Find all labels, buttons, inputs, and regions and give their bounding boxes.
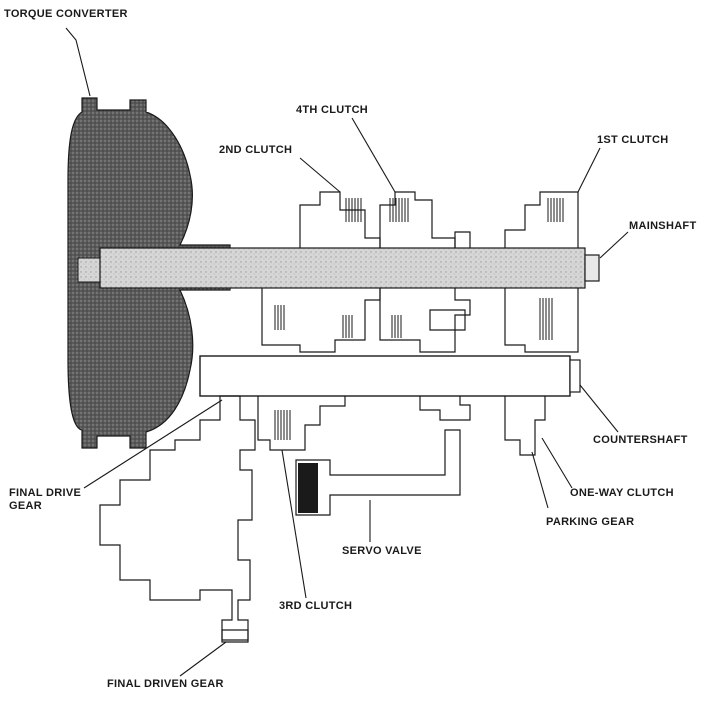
countershaft-clutches	[257, 396, 546, 456]
countershaft-group	[199, 355, 581, 397]
label-countershaft: COUNTERSHAFT	[593, 434, 688, 446]
label-parking-gear: PARKING GEAR	[546, 516, 635, 528]
first-clutch-drum	[504, 191, 579, 248]
label-torque-converter: TORQUE CONVERTER	[4, 8, 128, 20]
upper-clutch-packs	[299, 191, 579, 248]
label-one-way-clutch: ONE-WAY CLUTCH	[570, 487, 674, 499]
label-final-drive-gear-line1: FINAL DRIVE	[9, 487, 82, 499]
first-clutch-plates	[547, 198, 564, 222]
label-second-clutch: 2ND CLUTCH	[219, 144, 293, 156]
fourth-clutch-plates	[389, 198, 409, 222]
label-servo-valve: SERVO VALVE	[342, 545, 422, 557]
leader-one-way-clutch	[541, 437, 573, 489]
third-clutch-plates	[274, 410, 291, 440]
countershaft-gear-mid	[419, 396, 471, 421]
leader-parking-gear	[531, 451, 549, 509]
lower-mainshaft-clutches	[261, 288, 579, 353]
leader-countershaft	[579, 384, 619, 433]
label-first-clutch: 1ST CLUTCH	[597, 134, 669, 146]
label-final-drive-gear-line2: GEAR	[9, 500, 42, 512]
leader-second-clutch	[299, 157, 341, 193]
servo-valve-body	[295, 429, 461, 516]
leader-third-clutch	[281, 449, 307, 599]
torque-converter-hub	[77, 257, 101, 283]
mainshaft-bar	[99, 247, 586, 289]
leader-first-clutch	[577, 147, 601, 193]
second-clutch-drum	[299, 191, 381, 248]
final-driven-gear-body	[221, 629, 249, 643]
mainshaft-group	[99, 247, 600, 289]
third-clutch-drum	[257, 396, 346, 451]
mid-separator-upper	[454, 231, 471, 248]
leader-fourth-clutch	[351, 117, 396, 193]
leader-final-drive-gear	[83, 399, 223, 489]
label-fourth-clutch: 4TH CLUTCH	[296, 104, 369, 116]
leader-final-driven-gear	[179, 641, 227, 677]
upper-clutch-plates	[345, 198, 564, 222]
mainshaft-end	[584, 254, 600, 282]
label-final-driven-gear: FINAL DRIVEN GEAR	[107, 678, 224, 690]
label-final-drive-gear: FINAL DRIVE GEAR	[9, 487, 99, 513]
countershaft-bar	[199, 355, 571, 397]
one-way-clutch-body	[504, 396, 546, 456]
leader-mainshaft	[599, 231, 629, 259]
label-third-clutch: 3RD CLUTCH	[279, 600, 353, 612]
lower-mainshaft-plates	[274, 298, 553, 340]
final-drive-housing	[99, 395, 256, 643]
servo-valve-piston	[298, 463, 318, 513]
servo-valve	[295, 429, 461, 516]
second-clutch-plates	[345, 198, 362, 222]
label-mainshaft: MAINSHAFT	[629, 220, 697, 232]
leader-torque-converter	[65, 27, 91, 97]
leader-lines	[65, 27, 629, 677]
fourth-clutch-drum	[379, 191, 456, 248]
countershaft-end	[569, 359, 581, 393]
